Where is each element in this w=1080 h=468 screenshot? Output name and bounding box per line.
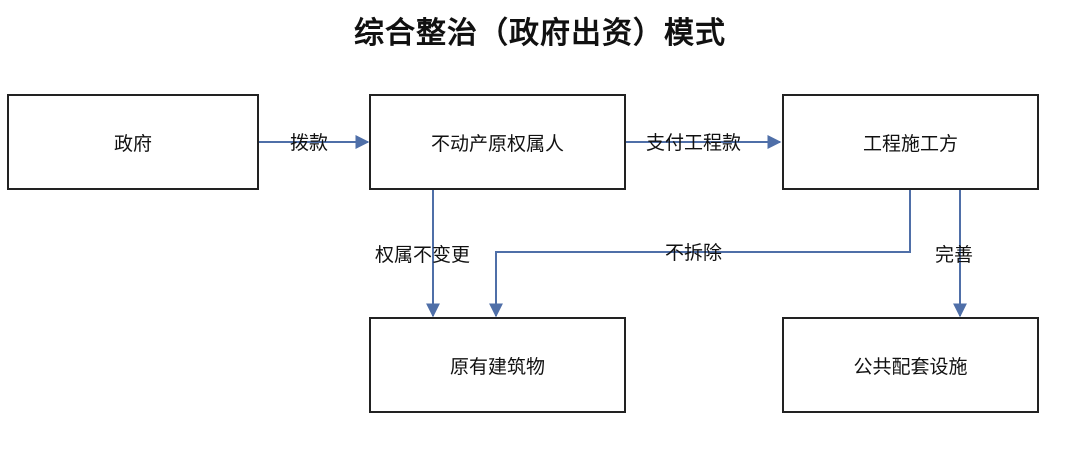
node-existing-buildings: 原有建筑物 [369, 317, 626, 413]
node-government-label: 政府 [113, 132, 152, 155]
node-contractor: 工程施工方 [782, 94, 1039, 190]
node-owner-label: 不动产原权属人 [430, 132, 564, 155]
node-public-facilities: 公共配套设施 [782, 317, 1039, 413]
node-government: 政府 [7, 94, 259, 190]
edge-label-pay-engineering: 支付工程款 [646, 132, 742, 154]
edge-label-allocate-funds: 拨款 [290, 132, 329, 154]
node-existing-buildings-label: 原有建筑物 [449, 355, 545, 378]
edge-label-ownership-unchanged: 权属不变更 [375, 244, 471, 266]
node-public-facilities-label: 公共配套设施 [853, 355, 968, 378]
diagram-title: 综合整治（政府出资）模式 [354, 16, 726, 51]
node-contractor-label: 工程施工方 [862, 132, 958, 155]
node-owner: 不动产原权属人 [369, 94, 626, 190]
edge-label-no-demolition: 不拆除 [665, 242, 723, 264]
edge-no-demolition [489, 190, 911, 318]
edge-label-improve: 完善 [935, 244, 974, 266]
